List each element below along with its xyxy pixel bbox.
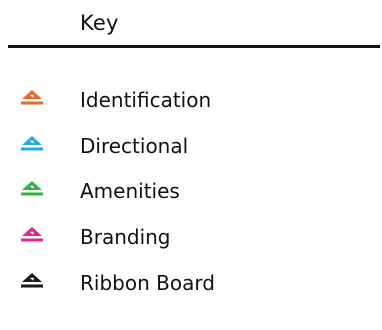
directional-marker-icon (21, 136, 43, 151)
legend-label-amenities: Amenities (80, 179, 180, 203)
ribbon-board-marker-icon (21, 273, 43, 288)
legend-label-identification: Identification (80, 88, 212, 112)
identification-marker-icon (21, 90, 43, 105)
legend-label-ribbon-board: Ribbon Board (80, 271, 215, 295)
legend-label-directional: Directional (80, 134, 189, 158)
branding-marker-icon (21, 227, 43, 242)
legend-item-amenities: Amenities (0, 176, 382, 206)
legend-item-ribbon-board: Ribbon Board (0, 268, 382, 298)
key-title: Key (80, 11, 119, 35)
legend-item-directional: Directional (0, 131, 382, 161)
legend-item-branding: Branding (0, 222, 382, 252)
key-divider (8, 45, 380, 48)
legend-label-branding: Branding (80, 225, 171, 249)
legend-item-identification: Identification (0, 85, 382, 115)
amenities-marker-icon (21, 181, 43, 196)
